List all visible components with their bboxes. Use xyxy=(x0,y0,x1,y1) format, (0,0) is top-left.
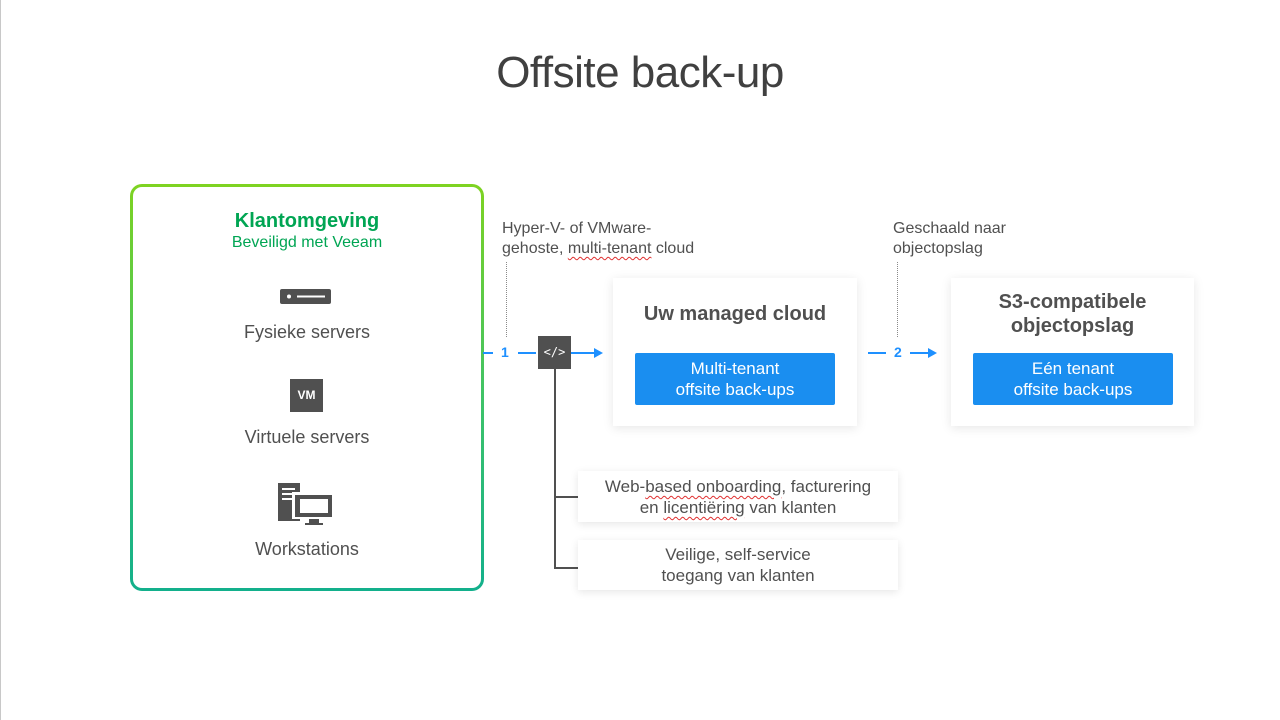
multi-tenant-backups-badge: Multi-tenant offsite back-ups xyxy=(635,353,835,405)
feature-connector-vertical xyxy=(554,369,556,569)
feature-self-service-access: Veilige, self-service toegang van klante… xyxy=(578,540,898,590)
customer-title: Klantomgeving xyxy=(234,210,380,232)
vm-icon: VM xyxy=(290,379,323,412)
step2-arrow-head xyxy=(928,348,937,358)
step1-arrow-line xyxy=(571,352,595,354)
server-icon xyxy=(280,289,331,304)
s3-storage-card: S3-compatibele objectopslag Eén tenant o… xyxy=(951,278,1194,426)
workstation-icon xyxy=(278,483,334,525)
virtual-servers-label: Virtuele servers xyxy=(244,427,370,447)
physical-servers-label: Fysieke servers xyxy=(243,322,371,342)
step1-arrow-head xyxy=(594,348,603,358)
step2-arrow-line xyxy=(910,352,929,354)
step1-note: Hyper-V- of VMware- gehoste, multi-tenan… xyxy=(502,220,695,257)
step1-arrow-tail xyxy=(483,352,493,354)
code-icon: </> xyxy=(538,336,571,369)
workstations-label: Workstations xyxy=(255,539,359,559)
step2-number: 2 xyxy=(894,344,902,360)
step1-dotted-connector xyxy=(506,262,507,337)
single-tenant-backups-badge: Eén tenant offsite back-ups xyxy=(973,353,1173,405)
managed-cloud-card: Uw managed cloud Multi-tenant offsite ba… xyxy=(613,278,857,426)
managed-cloud-title: Uw managed cloud xyxy=(643,303,827,325)
step1-number: 1 xyxy=(501,344,509,360)
feature-connector-2 xyxy=(554,567,578,569)
step2-arrow-tail xyxy=(868,352,886,354)
slide-edge xyxy=(0,0,1,720)
feature-connector-1 xyxy=(554,496,578,498)
customer-subtitle: Beveiligd met Veeam xyxy=(231,234,383,251)
feature-onboarding-billing: Web-based onboarding, facturering en lic… xyxy=(578,471,898,522)
page-title: Offsite back-up xyxy=(496,48,784,97)
customer-environment-box: Klantomgeving Beveiligd met Veeam Fysiek… xyxy=(130,184,484,591)
step2-dotted-connector xyxy=(897,262,898,337)
step1-arrow-mid xyxy=(518,352,536,354)
step2-note: Geschaald naar objectopslag xyxy=(893,220,1006,257)
s3-storage-title: S3-compatibele objectopslag xyxy=(998,291,1147,337)
